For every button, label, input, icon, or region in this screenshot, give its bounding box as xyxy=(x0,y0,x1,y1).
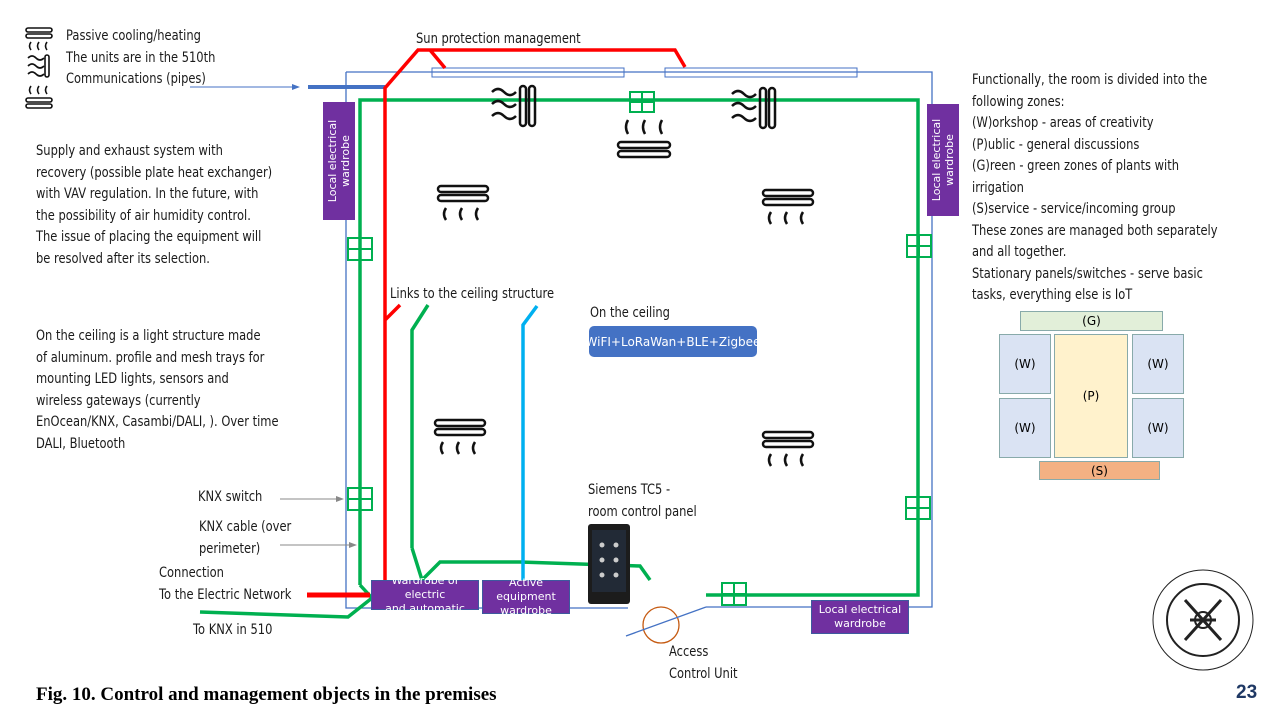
wireless-badge: WiFI+LoRaWan+BLE+Zigbee xyxy=(586,326,760,357)
to-knx-label: To KNX in 510 xyxy=(193,622,273,638)
zone-workshop: (W) xyxy=(1132,334,1184,394)
page-number: 23 xyxy=(1236,682,1258,703)
knx-cable xyxy=(199,98,920,619)
heater-icon xyxy=(761,430,815,467)
links-ceiling-label: Links to the ceiling structure xyxy=(390,286,555,302)
knx-switch-icon xyxy=(629,91,655,113)
university-seal-logo xyxy=(1152,569,1254,671)
legend-line: The units are in the 510th xyxy=(66,49,216,66)
figure-caption: Fig. 10. Control and management objects … xyxy=(36,684,497,705)
knx-switch-icon xyxy=(347,487,373,511)
knx-switch-label: KNX switch xyxy=(198,489,263,505)
zone-service: (S) xyxy=(1039,461,1160,480)
heater-icon xyxy=(761,188,815,225)
zone-workshop: (W) xyxy=(999,334,1051,394)
knx-switch-icon xyxy=(906,234,932,258)
zone-public: (P) xyxy=(1054,334,1128,458)
legend-icon xyxy=(25,27,53,109)
siemens-tc5-panel xyxy=(588,524,630,604)
network-link xyxy=(521,304,539,580)
zone-workshop: (W) xyxy=(999,398,1051,458)
knx-link xyxy=(410,304,652,584)
window xyxy=(664,67,858,78)
legend-line: Passive cooling/heating xyxy=(66,28,201,44)
zones-description: Functionally, the room is divided into t… xyxy=(972,72,1218,303)
convector-icon xyxy=(491,84,537,128)
knx-switch-icon xyxy=(721,582,747,606)
floor-heater-icon xyxy=(616,119,672,159)
ceiling-note: On the ceiling is a light structure made… xyxy=(36,328,279,452)
heater-icon xyxy=(433,418,487,455)
sun-protection-label: Sun protection management xyxy=(416,31,581,47)
convector-icon xyxy=(731,86,777,130)
on-ceiling-label: On the ceiling xyxy=(590,305,670,321)
heater-icon xyxy=(436,184,490,221)
siemens-label: Siemens TC5 -room control panel xyxy=(588,482,697,520)
knx-switch-icon xyxy=(347,237,373,261)
access-control-unit xyxy=(642,606,680,644)
knx-switch-icon xyxy=(905,496,931,520)
window xyxy=(431,67,625,78)
legend-line: Communications (pipes) xyxy=(66,71,206,87)
zone-green: (G) xyxy=(1020,311,1163,331)
zone-workshop: (W) xyxy=(1132,398,1184,458)
power-line xyxy=(383,48,687,590)
